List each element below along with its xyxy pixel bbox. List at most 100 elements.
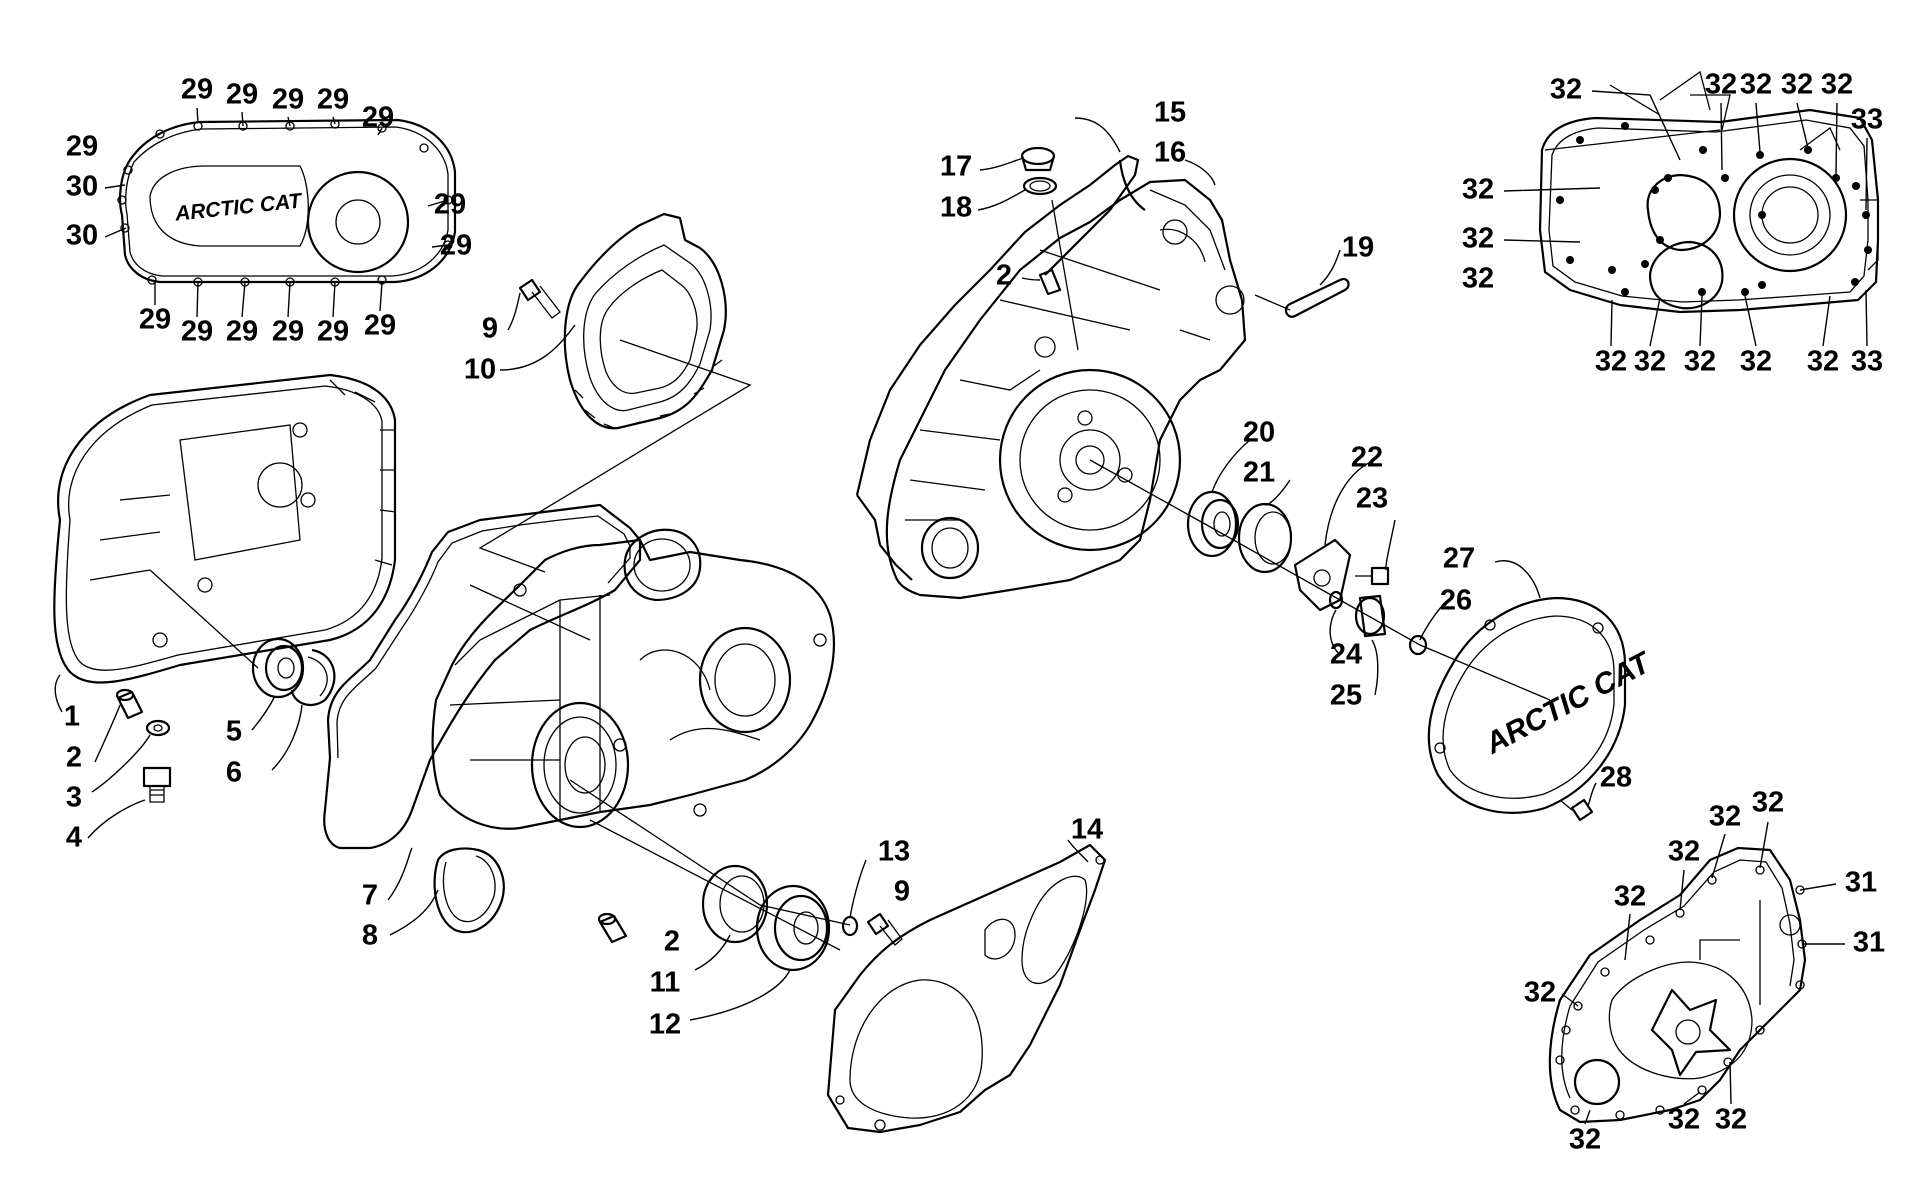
callout-30: 30 <box>66 220 98 252</box>
callout-29: 29 <box>181 74 213 106</box>
outer-clutch-cover[interactable]: ARCTIC CAT <box>117 118 457 287</box>
clutch-cover-plate-10[interactable] <box>563 212 727 430</box>
key-19[interactable] <box>1284 278 1350 318</box>
plug-17[interactable] <box>1020 146 1056 172</box>
callout-32: 32 <box>1781 69 1813 101</box>
callout-4: 4 <box>66 822 82 854</box>
callout-32: 32 <box>1668 836 1700 868</box>
callout-31: 31 <box>1845 867 1877 899</box>
callout-29: 29 <box>364 310 396 342</box>
cover-logo: ARCTIC CAT <box>173 189 305 225</box>
bearing-5[interactable] <box>251 637 305 699</box>
callout-7: 7 <box>362 880 378 912</box>
callout-32: 32 <box>1462 263 1494 295</box>
callout-32: 32 <box>1740 346 1772 378</box>
callout-14: 14 <box>1071 814 1103 846</box>
callout-5: 5 <box>226 716 242 748</box>
crankcase-cover-16[interactable] <box>885 178 1247 600</box>
callout-9: 9 <box>894 876 910 908</box>
collar-25[interactable] <box>1354 594 1387 638</box>
callout-31: 31 <box>1853 927 1885 959</box>
callout-11: 11 <box>650 967 681 999</box>
washer-13[interactable] <box>841 915 859 937</box>
bearing-12[interactable] <box>755 884 831 972</box>
callout-2: 2 <box>66 742 82 774</box>
magneto-cover-bolt-detail[interactable] <box>1548 846 1807 1124</box>
alignment-lines <box>149 84 1721 951</box>
callout-29: 29 <box>272 316 304 348</box>
snap-ring-6[interactable] <box>290 648 336 707</box>
washer-24[interactable] <box>1328 590 1344 610</box>
callout-32: 32 <box>1821 69 1853 101</box>
gasket-15[interactable] <box>855 154 1146 581</box>
callout-15: 15 <box>1154 97 1186 129</box>
callout-8: 8 <box>362 920 378 952</box>
o-ring-18[interactable] <box>1022 176 1058 196</box>
dowel-pin-center[interactable] <box>597 912 628 944</box>
callout-32: 32 <box>1709 801 1741 833</box>
dowel-pin-upper[interactable] <box>1038 268 1062 296</box>
callout-13: 13 <box>878 836 910 868</box>
callout-29: 29 <box>226 79 258 111</box>
callout-32: 32 <box>1462 223 1494 255</box>
callout-29: 29 <box>362 102 394 134</box>
bolt-4[interactable] <box>142 766 172 803</box>
callout-29: 29 <box>434 189 466 221</box>
callout-33: 33 <box>1851 104 1883 136</box>
bearing-20[interactable] <box>1186 490 1240 558</box>
callout-28: 28 <box>1600 762 1632 794</box>
dowel-pin-left[interactable] <box>115 688 144 720</box>
callout-6: 6 <box>226 757 242 789</box>
magneto-cover-logo: ARCTIC CAT <box>1479 645 1658 761</box>
callout-32: 32 <box>1740 69 1772 101</box>
callout-2: 2 <box>664 926 680 958</box>
gasket-7[interactable] <box>323 503 642 850</box>
callout-10: 10 <box>464 354 496 386</box>
callout-32: 32 <box>1807 346 1839 378</box>
callout-stubs <box>104 90 1868 1125</box>
callout-17: 17 <box>940 151 972 183</box>
bolt-28[interactable] <box>1559 798 1594 822</box>
callout-32: 32 <box>1684 346 1716 378</box>
callout-32: 32 <box>1715 1104 1747 1136</box>
callout-2: 2 <box>996 260 1012 292</box>
gasket-14[interactable] <box>826 843 1107 1134</box>
callout-32: 32 <box>1614 881 1646 913</box>
bolt-9-lower[interactable] <box>866 912 903 946</box>
callout-29: 29 <box>317 84 349 116</box>
callout-32: 32 <box>1668 1104 1700 1136</box>
inner-clutch-cover[interactable] <box>53 373 397 684</box>
bolt-9-upper[interactable] <box>518 278 561 319</box>
callout-1: 1 <box>64 701 80 733</box>
callout-32: 32 <box>1550 74 1582 106</box>
washer-26[interactable] <box>1408 634 1428 656</box>
callout-21: 21 <box>1243 457 1275 489</box>
callout-32: 32 <box>1634 346 1666 378</box>
callout-9: 9 <box>482 313 498 345</box>
callout-20: 20 <box>1243 417 1275 449</box>
callout-27: 27 <box>1443 543 1475 575</box>
callout-12: 12 <box>649 1009 681 1041</box>
callout-32: 32 <box>1595 346 1627 378</box>
callout-labels: 29 29 29 29 29 29 30 29 30 29 29 29 29 2… <box>64 69 1885 1156</box>
callout-29: 29 <box>139 304 171 336</box>
callout-32: 32 <box>1462 174 1494 206</box>
callout-18: 18 <box>940 192 972 224</box>
center-clutch-housing[interactable] <box>431 528 836 830</box>
callout-29: 29 <box>66 131 98 163</box>
callout-22: 22 <box>1351 442 1383 474</box>
crankcase-bolt-detail[interactable] <box>1538 70 1880 314</box>
callout-30: 30 <box>66 171 98 203</box>
callout-19: 19 <box>1342 232 1374 264</box>
callout-29: 29 <box>272 84 304 116</box>
callout-32: 32 <box>1752 787 1784 819</box>
seal-21[interactable] <box>1237 502 1293 574</box>
callout-3: 3 <box>66 782 82 814</box>
callout-16: 16 <box>1154 137 1186 169</box>
screw-23[interactable] <box>1355 566 1390 586</box>
washer-3[interactable] <box>145 719 171 737</box>
air-duct-8[interactable] <box>433 847 505 934</box>
callout-29: 29 <box>226 316 258 348</box>
callout-33: 33 <box>1851 346 1883 378</box>
